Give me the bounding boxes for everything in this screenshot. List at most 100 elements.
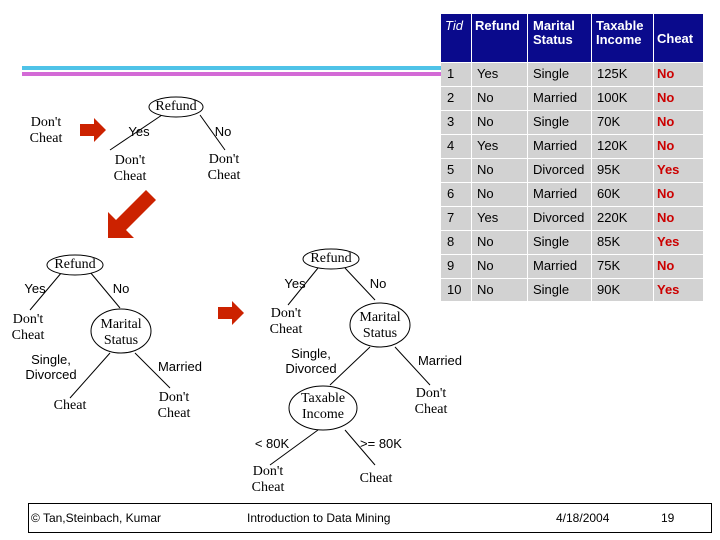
cell-taxable-income: 220K: [597, 210, 628, 225]
cell-tid: 3: [447, 114, 455, 129]
edge-t3-yes: [29, 271, 63, 311]
t4-married-label: Married: [417, 353, 463, 368]
cell-refund: No: [477, 186, 494, 201]
t3-left-leaf: Don't Cheat: [11, 312, 45, 343]
cell-cheat: No: [657, 138, 675, 153]
row-divider: [441, 278, 703, 279]
t3-no-label: No: [112, 281, 130, 296]
cell-tid: 8: [447, 234, 455, 249]
title-stripe-purple: [22, 72, 442, 76]
t4-left-leaf: Don't Cheat: [269, 306, 303, 337]
node-t4-refund: [302, 248, 360, 270]
cell-marital-status: Single: [533, 114, 570, 129]
edge-t4-lt: [269, 429, 319, 466]
cell-marital-status: Married: [533, 138, 578, 153]
cell-marital-status: Single: [533, 234, 570, 249]
header-taxable-income: Taxable Income: [596, 18, 644, 47]
cell-tid: 9: [447, 258, 455, 273]
row-divider: [441, 206, 703, 207]
node-t4-income: [288, 385, 358, 431]
t3-cheat-leaf: Cheat: [53, 398, 87, 413]
node-t4-marital: [349, 302, 411, 348]
node-t3-refund: [46, 254, 104, 276]
column-divider: [591, 14, 592, 301]
red-curved-arrow-icon: [80, 118, 106, 142]
column-divider: [471, 14, 472, 301]
t4-marital-label: Marital Status: [359, 310, 401, 341]
cell-taxable-income: 125K: [597, 66, 628, 81]
t4-lt-leaf: Don't Cheat: [251, 464, 285, 495]
edge-t4-ge: [344, 429, 376, 466]
training-data-table: Tid Refund Marital Status Taxable Income…: [441, 14, 703, 301]
t3-root-label: Refund: [54, 257, 96, 272]
cell-cheat: Yes: [657, 162, 680, 177]
row-divider: [441, 110, 703, 111]
cell-refund: No: [477, 90, 494, 105]
title-stripe-blue: [22, 66, 442, 70]
header-marital-status: Marital Status: [533, 18, 575, 47]
edge-t3-married: [134, 352, 171, 389]
edge-t4-yes: [287, 267, 319, 306]
column-divider: [527, 14, 528, 301]
cell-cheat: Yes: [657, 234, 680, 249]
row-divider: [441, 230, 703, 231]
cell-refund: No: [477, 162, 494, 177]
t4-yes-label: Yes: [284, 276, 306, 291]
red-down-left-arrow-icon: [108, 190, 156, 238]
t3-married-leaf: Don't Cheat: [157, 390, 191, 421]
edge-t2-no: [199, 114, 226, 151]
cell-cheat: No: [657, 90, 675, 105]
cell-tid: 7: [447, 210, 455, 225]
cell-cheat: No: [657, 114, 675, 129]
cell-marital-status: Single: [533, 66, 570, 81]
cell-marital-status: Single: [533, 282, 570, 297]
node-t3-marital: [90, 308, 152, 354]
t4-ge-leaf: Cheat: [359, 471, 393, 486]
row-divider: [441, 62, 703, 63]
slide-footer: © Tan,Steinbach, Kumar Introduction to D…: [28, 503, 712, 533]
row-divider: [441, 86, 703, 87]
row-divider: [441, 254, 703, 255]
cell-refund: Yes: [477, 138, 499, 153]
row-divider: [441, 158, 703, 159]
header-refund: Refund: [475, 18, 520, 33]
cell-cheat: Yes: [657, 282, 680, 297]
cell-tid: 1: [447, 66, 455, 81]
t1-leaf-dont-cheat: Don't Cheat: [29, 115, 63, 146]
t4-lt-label: < 80K: [254, 436, 290, 451]
cell-refund: Yes: [477, 66, 499, 81]
cell-marital-status: Married: [533, 186, 578, 201]
row-divider: [441, 182, 703, 183]
cell-marital-status: Married: [533, 90, 578, 105]
row-divider: [441, 134, 703, 135]
cell-taxable-income: 60K: [597, 186, 621, 201]
footer-course: Introduction to Data Mining: [247, 511, 391, 525]
cell-taxable-income: 85K: [597, 234, 621, 249]
footer-date: 4/18/2004: [556, 511, 610, 525]
cell-tid: 4: [447, 138, 455, 153]
cell-taxable-income: 95K: [597, 162, 621, 177]
t4-income-label: Taxable Income: [300, 391, 346, 422]
edge-t4-married: [394, 346, 431, 386]
cell-tid: 5: [447, 162, 455, 177]
footer-copyright: © Tan,Steinbach, Kumar: [31, 511, 162, 525]
t2-yes-label: Yes: [128, 124, 150, 139]
table-row: 1 Yes Single 125K No: [441, 62, 703, 86]
cell-refund: No: [477, 114, 494, 129]
cell-refund: No: [477, 282, 494, 297]
t4-single-label: Single, Divorced: [285, 346, 337, 376]
cell-cheat: No: [657, 66, 675, 81]
t3-married-label: Married: [157, 359, 203, 374]
t2-root-label: Refund: [155, 99, 197, 114]
footer-page-number: 19: [661, 511, 675, 525]
header-cheat: Cheat: [657, 31, 694, 46]
cell-taxable-income: 90K: [597, 282, 621, 297]
cell-taxable-income: 120K: [597, 138, 628, 153]
header-tid: Tid: [445, 18, 463, 33]
cell-taxable-income: 75K: [597, 258, 621, 273]
